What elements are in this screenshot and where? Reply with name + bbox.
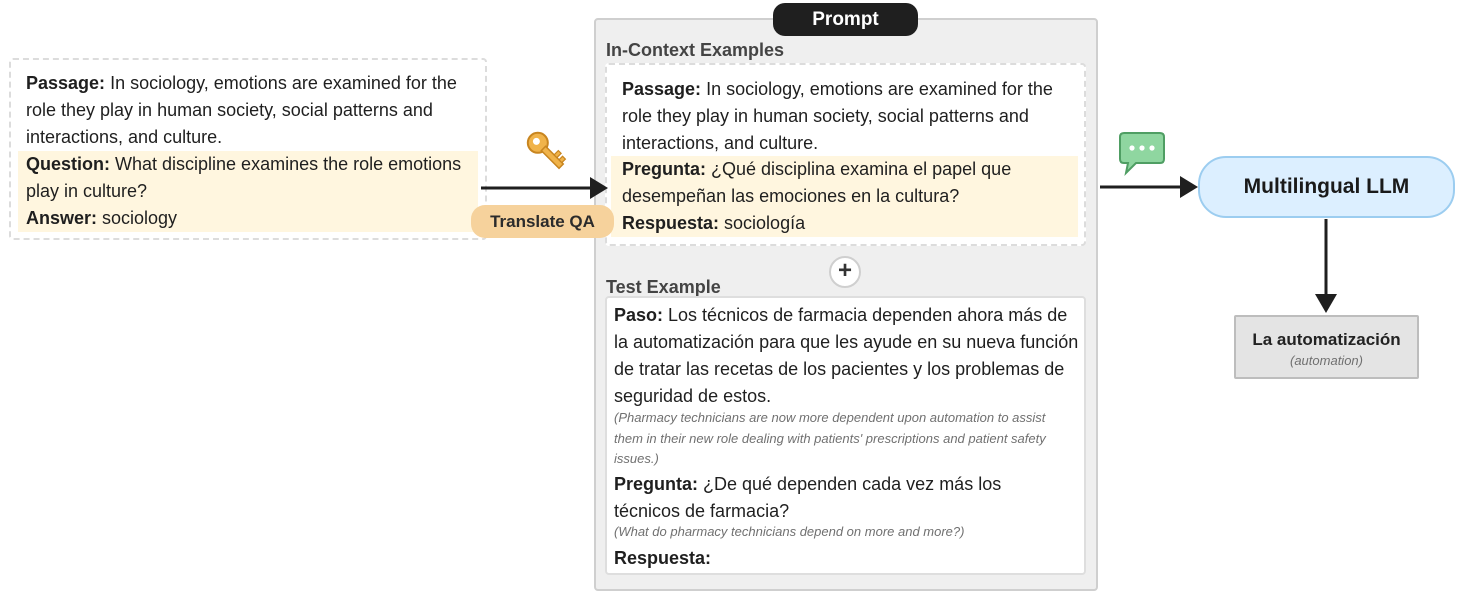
translated-qa-highlight: [611, 156, 1078, 237]
test-example-title: Test Example: [606, 277, 721, 297]
icl-passage-text: In sociology, emotions are examined for …: [622, 79, 1053, 153]
key-icon: [526, 131, 567, 170]
output-answer-text: La automatización: [1252, 330, 1401, 349]
icl-passage-label: Passage:: [622, 79, 702, 99]
test-answer-label: Respuesta:: [614, 548, 712, 568]
icl-answer: Respuesta: sociología: [622, 210, 1077, 237]
test-question: Pregunta: ¿De qué dependen cada vez más …: [614, 471, 1054, 525]
multilingual-llm-node: Multilingual LLM: [1198, 156, 1455, 218]
output-answer-gloss: (automation): [1290, 353, 1363, 368]
icl-passage: Passage: In sociology, emotions are exam…: [622, 76, 1077, 157]
test-passage-gloss: (Pharmacy technicians are now more depen…: [614, 410, 1046, 466]
translate-qa-label: Translate QA: [471, 205, 614, 238]
icl-question-text: ¿Qué disciplina examina el papel que des…: [622, 159, 1012, 206]
test-question-label: Pregunta:: [614, 474, 699, 494]
prompt-title: Prompt: [773, 3, 918, 36]
output-answer-box: La automatización (automation): [1234, 315, 1419, 379]
test-example-box: [605, 296, 1086, 575]
test-question-gloss: (What do pharmacy technicians depend on …: [614, 524, 965, 539]
in-context-examples-title: In-Context Examples: [606, 40, 785, 60]
speech-bubble-icon: [1119, 132, 1165, 177]
source-answer-text: sociology: [97, 208, 178, 228]
arrow-source-to-prompt: [481, 177, 608, 199]
arrow-prompt-to-llm: [1100, 176, 1198, 198]
test-passage: Paso: Los técnicos de farmacia dependen …: [614, 302, 1079, 410]
test-passage-text: Los técnicos de farmacia dependen ahora …: [614, 305, 1079, 406]
plus-icon: +: [829, 256, 861, 288]
source-question-label: Question:: [26, 154, 110, 174]
source-question-text: What discipline examines the role emotio…: [26, 154, 462, 201]
arrow-llm-to-output: [1315, 219, 1337, 313]
icl-question-label: Pregunta:: [622, 159, 707, 179]
test-question-text: ¿De qué dependen cada vez más los técnic…: [614, 474, 1002, 521]
source-passage-label: Passage:: [26, 73, 106, 93]
source-question: Question: What discipline examines the r…: [26, 151, 476, 205]
source-passage: Passage: In sociology, emotions are exam…: [26, 70, 476, 151]
source-passage-text: In sociology, emotions are examined for …: [26, 73, 457, 147]
icl-question: Pregunta: ¿Qué disciplina examina el pap…: [622, 156, 1077, 210]
source-qa-highlight: [18, 151, 478, 232]
icl-answer-label: Respuesta:: [622, 213, 720, 233]
source-answer-label: Answer:: [26, 208, 98, 228]
source-answer: Answer: sociology: [26, 205, 476, 232]
icl-answer-text: sociología: [719, 213, 806, 233]
test-passage-label: Paso:: [614, 305, 664, 325]
